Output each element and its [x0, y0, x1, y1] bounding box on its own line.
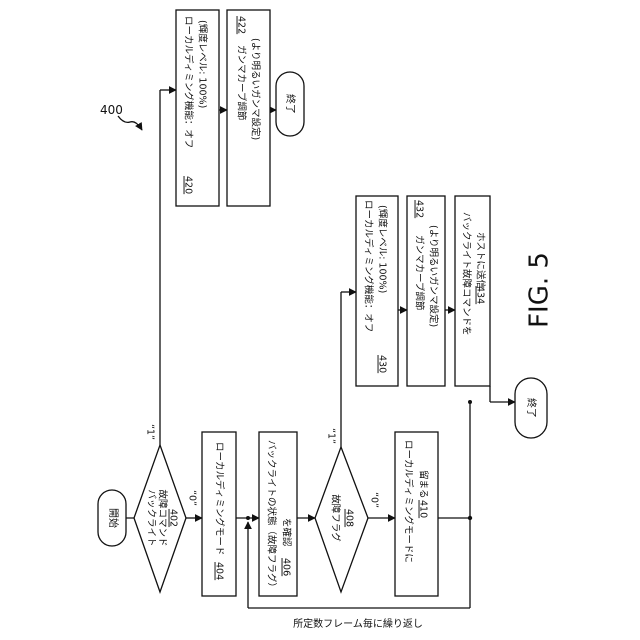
box-432-line1: ガンマカーブ調節 — [414, 235, 426, 311]
box-422-line2: (より明るいガンマ設定) — [250, 38, 262, 140]
box-420: ローカルディミング機能：オフ (輝度レベル: 100%) 420 — [176, 10, 219, 206]
box-410-line2: 留まる — [418, 470, 430, 499]
box-404-ref: 404 — [214, 562, 225, 580]
decision-408: 故障フラグ 408 — [315, 447, 368, 592]
box-430: ローカルディミング機能：オフ (輝度レベル: 100%) 430 — [356, 196, 398, 386]
box-432: ガンマカーブ調節 (より明るいガンマ設定) 432 — [407, 196, 445, 386]
decision-408-ref: 408 — [344, 509, 355, 527]
box-410-line1: ローカルディミングモードに — [403, 440, 415, 563]
box-406-line2: を確認 — [281, 518, 293, 547]
box-420-ref: 420 — [183, 176, 194, 194]
box-422-line1: ガンマカーブ調節 — [236, 45, 248, 121]
decision-402-yes-label: “1” — [145, 424, 156, 440]
decision-408-no-label: “0” — [369, 492, 380, 508]
decision-402-no-label: “0” — [187, 490, 198, 506]
end-bottom-node: 終了 — [515, 378, 547, 438]
box-434-line2: ホストに送信 — [475, 232, 487, 289]
box-410-ref: 410 — [418, 500, 429, 518]
box-420-line1: ローカルディミング機能：オフ — [183, 16, 195, 148]
box-434: バックライト故障コマンドを ホストに送信 434 — [455, 196, 490, 386]
decision-402-ref: 402 — [168, 509, 179, 527]
box-432-line2: (より明るいガンマ設定) — [428, 225, 440, 327]
figure-ref-number: 400 — [100, 103, 123, 117]
box-406: バックライトの状態（故障フラグ） を確認 406 — [259, 432, 297, 596]
box-432-ref: 432 — [414, 200, 425, 218]
box-420-line2: (輝度レベル: 100%) — [197, 20, 209, 108]
decision-408-line1: 故障フラグ — [330, 494, 342, 542]
figure-ref: 400 — [100, 103, 142, 130]
box-406-ref: 406 — [281, 558, 292, 576]
figure-label: FIG. 5 — [525, 252, 555, 328]
end-top-label: 終了 — [284, 94, 297, 114]
box-430-ref: 430 — [377, 355, 388, 373]
end-top-node: 終了 — [276, 72, 304, 136]
box-406-line1: バックライトの状態（故障フラグ） — [266, 440, 278, 592]
start-node: 開始 — [98, 490, 126, 546]
end-bottom-label: 終了 — [525, 398, 538, 418]
box-422-ref: 422 — [236, 16, 247, 34]
decision-402-line1: バックライト — [146, 489, 157, 546]
decision-402-line2: 故障コマンド — [157, 489, 169, 546]
box-422: ガンマカーブ調節 (より明るいガンマ設定) 422 — [227, 10, 270, 206]
decision-402: バックライト 故障コマンド 402 — [134, 445, 186, 592]
loop-label: 所定数フレーム毎に繰り返し — [293, 617, 423, 630]
box-410: ローカルディミングモードに 留まる 410 — [395, 432, 438, 596]
box-430-line1: ローカルディミング機能：オフ — [363, 200, 375, 332]
box-430-line2: (輝度レベル: 100%) — [377, 205, 389, 293]
box-404-label: ローカルディミングモード — [214, 442, 226, 555]
box-434-line1: バックライト故障コマンドを — [461, 212, 473, 336]
decision-408-yes-label: “1” — [326, 428, 337, 444]
start-label: 開始 — [107, 508, 120, 528]
box-404: ローカルディミングモード 404 — [202, 432, 236, 596]
box-434-ref: 434 — [475, 286, 486, 304]
